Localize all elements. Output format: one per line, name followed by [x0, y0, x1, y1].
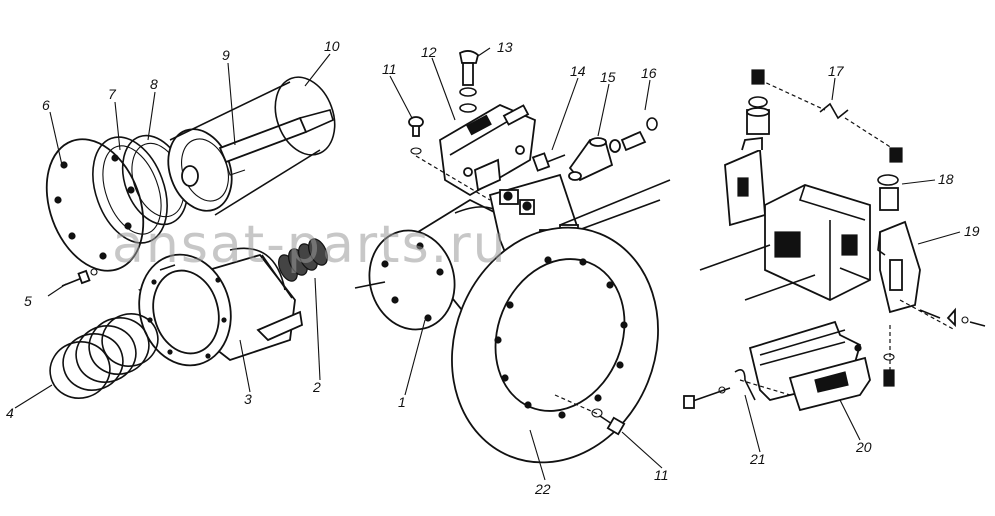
- callout-6: 6: [42, 97, 50, 113]
- callout-10: 10: [324, 38, 340, 54]
- callout-19: 19: [964, 223, 980, 239]
- part-5-bolt: [61, 268, 98, 287]
- part-15-bushing: [568, 137, 614, 182]
- part-13-bolt: [458, 50, 480, 113]
- part-21-clip: [683, 325, 895, 409]
- part-11-bolt-bottom: [591, 408, 626, 436]
- part-10-ring-seal: [169, 76, 336, 216]
- watermark: ansat-parts.ru: [112, 215, 508, 275]
- part-6-end-cover: [45, 138, 145, 272]
- callout-13: 13: [497, 39, 513, 55]
- part-16-bolt: [609, 117, 658, 153]
- callout-8: 8: [150, 76, 158, 92]
- leader-lines: [14, 47, 961, 481]
- part-18-caliper-block: [764, 174, 899, 301]
- callout-1: 1: [398, 394, 406, 410]
- callout-5: 5: [24, 293, 32, 309]
- part-22-brake-disc: [451, 226, 659, 464]
- callout-14: 14: [570, 63, 586, 79]
- callout-9: 9: [222, 47, 230, 63]
- part-17-spring: [746, 69, 903, 163]
- callout-15: 15: [600, 69, 616, 85]
- callout-2: 2: [312, 379, 321, 395]
- callout-11-top: 11: [382, 61, 397, 77]
- part-2-small-spring: [278, 238, 328, 282]
- callout-12: 12: [421, 44, 437, 60]
- slide-left: [724, 136, 766, 227]
- callout-16: 16: [641, 65, 657, 81]
- guide-pins: [699, 244, 986, 331]
- part-9-piston-rod: [167, 109, 334, 212]
- part-12-bracket: [439, 103, 536, 197]
- part-3-housing: [138, 247, 303, 367]
- part-20-brake-pads: [748, 320, 871, 412]
- callout-17: 17: [828, 63, 845, 79]
- part-11-bolt-top: [408, 116, 424, 155]
- callout-7: 7: [108, 86, 117, 102]
- part-14-bolt: [531, 152, 566, 172]
- guide-line-11-top: [415, 155, 491, 201]
- callout-18: 18: [938, 171, 954, 187]
- callout-4: 4: [6, 405, 14, 421]
- callout-20: 20: [855, 439, 872, 455]
- part-4-large-spring: [49, 313, 159, 399]
- callout-22: 22: [534, 481, 551, 497]
- part-7-gasket: [92, 136, 168, 244]
- part-19-slide: [877, 220, 921, 314]
- callout-21: 21: [749, 451, 766, 467]
- callout-11-bottom: 11: [654, 467, 669, 483]
- guide-line-11-bottom: [554, 394, 601, 416]
- callout-3: 3: [244, 391, 252, 407]
